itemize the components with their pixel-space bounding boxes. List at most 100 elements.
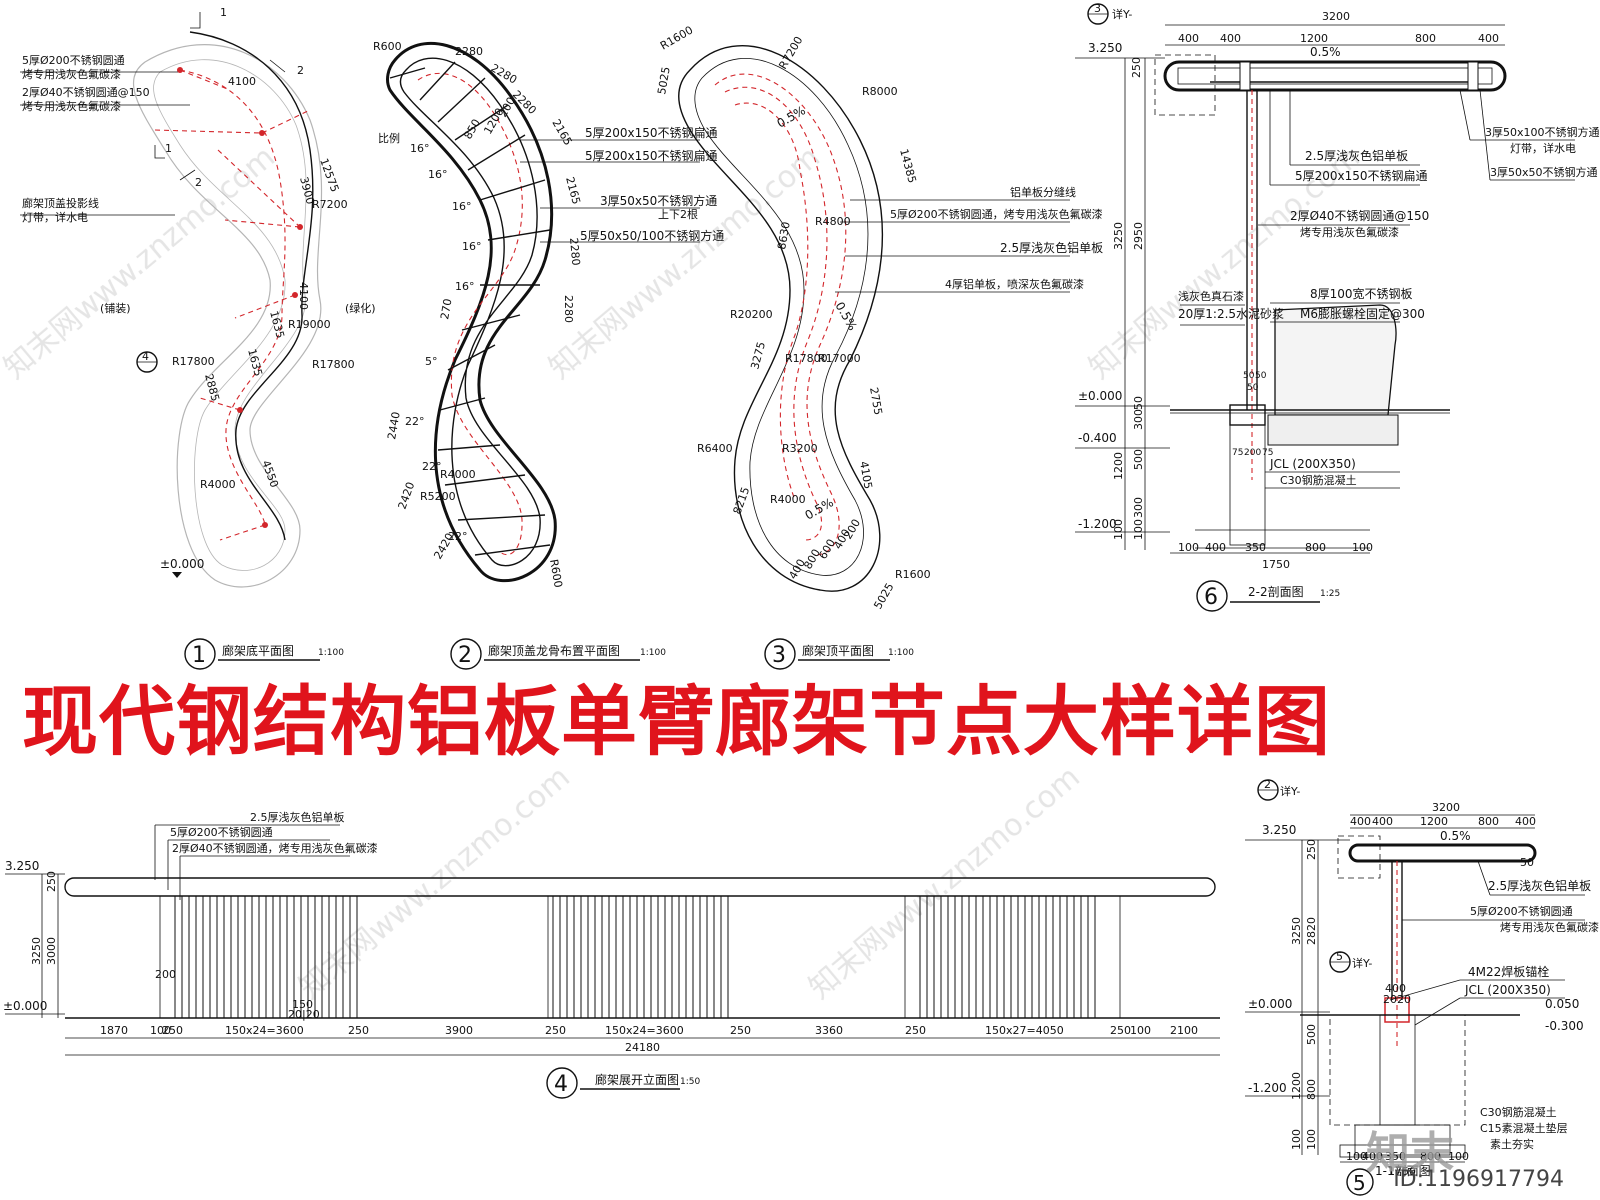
svg-text:100: 100: [1305, 1129, 1318, 1150]
plan1-dim: R4000: [200, 478, 236, 491]
svg-text:500: 500: [1132, 449, 1145, 470]
view-title-6: 6 2-2剖面图 1:25: [1196, 580, 1340, 612]
level-label: ±0.000: [160, 557, 204, 571]
svg-text:5厚200x150不锈钢扁通: 5厚200x150不锈钢扁通: [1295, 169, 1428, 183]
svg-text:1200: 1200: [1112, 452, 1125, 480]
watermark-text: 知末网www.znzmo.com: [543, 140, 827, 386]
watermark-text: 知末网www.znzmo.com: [0, 140, 282, 386]
level-label: -0.400: [1078, 431, 1117, 445]
plan1-dim: 1635: [267, 309, 287, 339]
level-label: ±0.000: [1248, 997, 1292, 1011]
plan2-dim: R600: [547, 558, 565, 588]
plan3-dim: 14385: [897, 147, 919, 184]
elevation-bars: [919, 896, 1096, 1018]
svg-text:400: 400: [1515, 815, 1536, 828]
plan2-dim: R4000: [440, 468, 476, 481]
plan1-label: 烤专用浅灰色氟碳漆: [22, 67, 121, 81]
svg-text:2.5厚浅灰色铝单板: 2.5厚浅灰色铝单板: [1488, 878, 1591, 893]
svg-text:3250: 3250: [1290, 917, 1303, 945]
plan1-dim: 2885: [202, 372, 222, 402]
svg-text:1: 1: [192, 643, 206, 668]
plan1-label: (铺装): [100, 302, 131, 315]
plan2-dim: 22°: [448, 530, 468, 543]
svg-text:300: 300: [1132, 497, 1145, 518]
svg-text:75: 75: [1232, 448, 1243, 458]
svg-text:400: 400: [1362, 1150, 1383, 1163]
view-title-2: 2 廊架顶盖龙骨布置平面图 1:100: [450, 638, 666, 670]
svg-text:400: 400: [1350, 815, 1371, 828]
svg-text:详Y-: 详Y-: [1112, 7, 1132, 21]
svg-text:250: 250: [905, 1024, 926, 1037]
svg-text:烤专用浅灰色氟碳漆: 烤专用浅灰色氟碳漆: [1500, 920, 1599, 934]
svg-text:5厚Ø200不锈钢圆通: 5厚Ø200不锈钢圆通: [170, 826, 273, 839]
plan2-dim: 270: [438, 298, 454, 321]
svg-text:50: 50: [1247, 383, 1259, 393]
svg-text:100: 100: [1132, 519, 1145, 540]
svg-text:1200: 1200: [1300, 32, 1328, 45]
elevation-bars: [174, 896, 358, 1018]
level-label: 3.250: [5, 859, 39, 873]
plan1-dim: 4550: [259, 459, 281, 490]
svg-text:250: 250: [162, 1024, 183, 1037]
plan2-dim: 2165: [549, 117, 574, 148]
section-mark: 2: [195, 176, 202, 189]
svg-text:素土夯实: 素土夯实: [1490, 1137, 1534, 1151]
detail-number: 4: [142, 350, 149, 363]
svg-text:3250: 3250: [1112, 222, 1125, 250]
plan3-dim: R20200: [730, 308, 773, 321]
svg-text:250: 250: [730, 1024, 751, 1037]
plan1-dim: 4100: [297, 282, 310, 310]
level-label: 3.250: [1088, 41, 1122, 55]
svg-text:烤专用浅灰色氟碳漆: 烤专用浅灰色氟碳漆: [1300, 225, 1399, 239]
plan3-dim: R7200: [776, 34, 805, 71]
svg-text:1200: 1200: [1290, 1072, 1303, 1100]
svg-text:100: 100: [1352, 541, 1373, 554]
plan1-dim: R19000: [288, 318, 331, 331]
plan3-dim: 8215: [731, 485, 753, 516]
plan2-dim: 2280: [455, 45, 483, 58]
plan2-dim: 2280: [489, 61, 520, 86]
plan3-dim: R4800: [815, 215, 851, 228]
plan3-dim: R6400: [697, 442, 733, 455]
view-title-3: 3 廊架顶平面图 1:100: [764, 638, 914, 670]
plan3-dim: R17000: [818, 352, 861, 365]
svg-text:4M22焊板锚栓: 4M22焊板锚栓: [1468, 964, 1549, 979]
svg-text:150x24=3600: 150x24=3600: [225, 1024, 304, 1037]
plan2-dim: R5200: [420, 490, 456, 503]
svg-text:1:100: 1:100: [888, 648, 914, 658]
svg-text:20厚1:2.5水泥砂浆: 20厚1:2.5水泥砂浆: [1178, 306, 1284, 321]
svg-text:0.5%: 0.5%: [1440, 829, 1471, 843]
plan-3-roof: R1600 5025 R7200 R8000 14385 R4800 8630 …: [655, 24, 1103, 612]
svg-text:20: 20: [1383, 993, 1397, 1006]
svg-text:400: 400: [1385, 982, 1406, 995]
plan3-dim: R1600: [895, 568, 931, 581]
svg-text:6: 6: [1204, 585, 1218, 610]
svg-text:100: 100: [1346, 1150, 1367, 1163]
svg-text:400: 400: [1220, 32, 1241, 45]
svg-text:2: 2: [1264, 778, 1271, 791]
svg-text:1750: 1750: [1388, 1165, 1416, 1178]
svg-text:2: 2: [458, 643, 472, 668]
svg-text:100: 100: [1448, 1150, 1469, 1163]
plan2-dim: 2440: [385, 411, 403, 441]
svg-text:浅灰色真石漆: 浅灰色真石漆: [1178, 289, 1244, 303]
svg-text:3250: 3250: [30, 937, 43, 965]
svg-text:1750: 1750: [1262, 558, 1290, 571]
view-title-4: 4 廊架展开立面图 1:50: [546, 1067, 700, 1099]
plan2-label: 5厚50x50/100不锈钢方通: [580, 228, 724, 243]
svg-text:1200: 1200: [1420, 815, 1448, 828]
svg-text:C30钢筋混凝土: C30钢筋混凝土: [1480, 1105, 1557, 1119]
plan1-label: 廊架顶盖投影线: [22, 196, 99, 210]
svg-text:2820: 2820: [1305, 917, 1318, 945]
plan3-label: 4厚铝单板，喷深灰色氟碳漆: [945, 277, 1084, 291]
svg-text:3200: 3200: [1432, 801, 1460, 814]
plan3-dim: 2755: [867, 386, 885, 416]
svg-text:250: 250: [545, 1024, 566, 1037]
plan2-dim: 16°: [428, 168, 448, 181]
svg-text:1:100: 1:100: [640, 648, 666, 658]
svg-text:5厚Ø200不锈钢圆通: 5厚Ø200不锈钢圆通: [1470, 905, 1573, 918]
svg-text:廊架展开立面图: 廊架展开立面图: [595, 1072, 679, 1087]
svg-text:250: 250: [348, 1024, 369, 1037]
elevation-bars: [552, 896, 729, 1018]
page-title: 现代钢结构铝板单臂廊架节点大样详图: [22, 677, 1331, 766]
